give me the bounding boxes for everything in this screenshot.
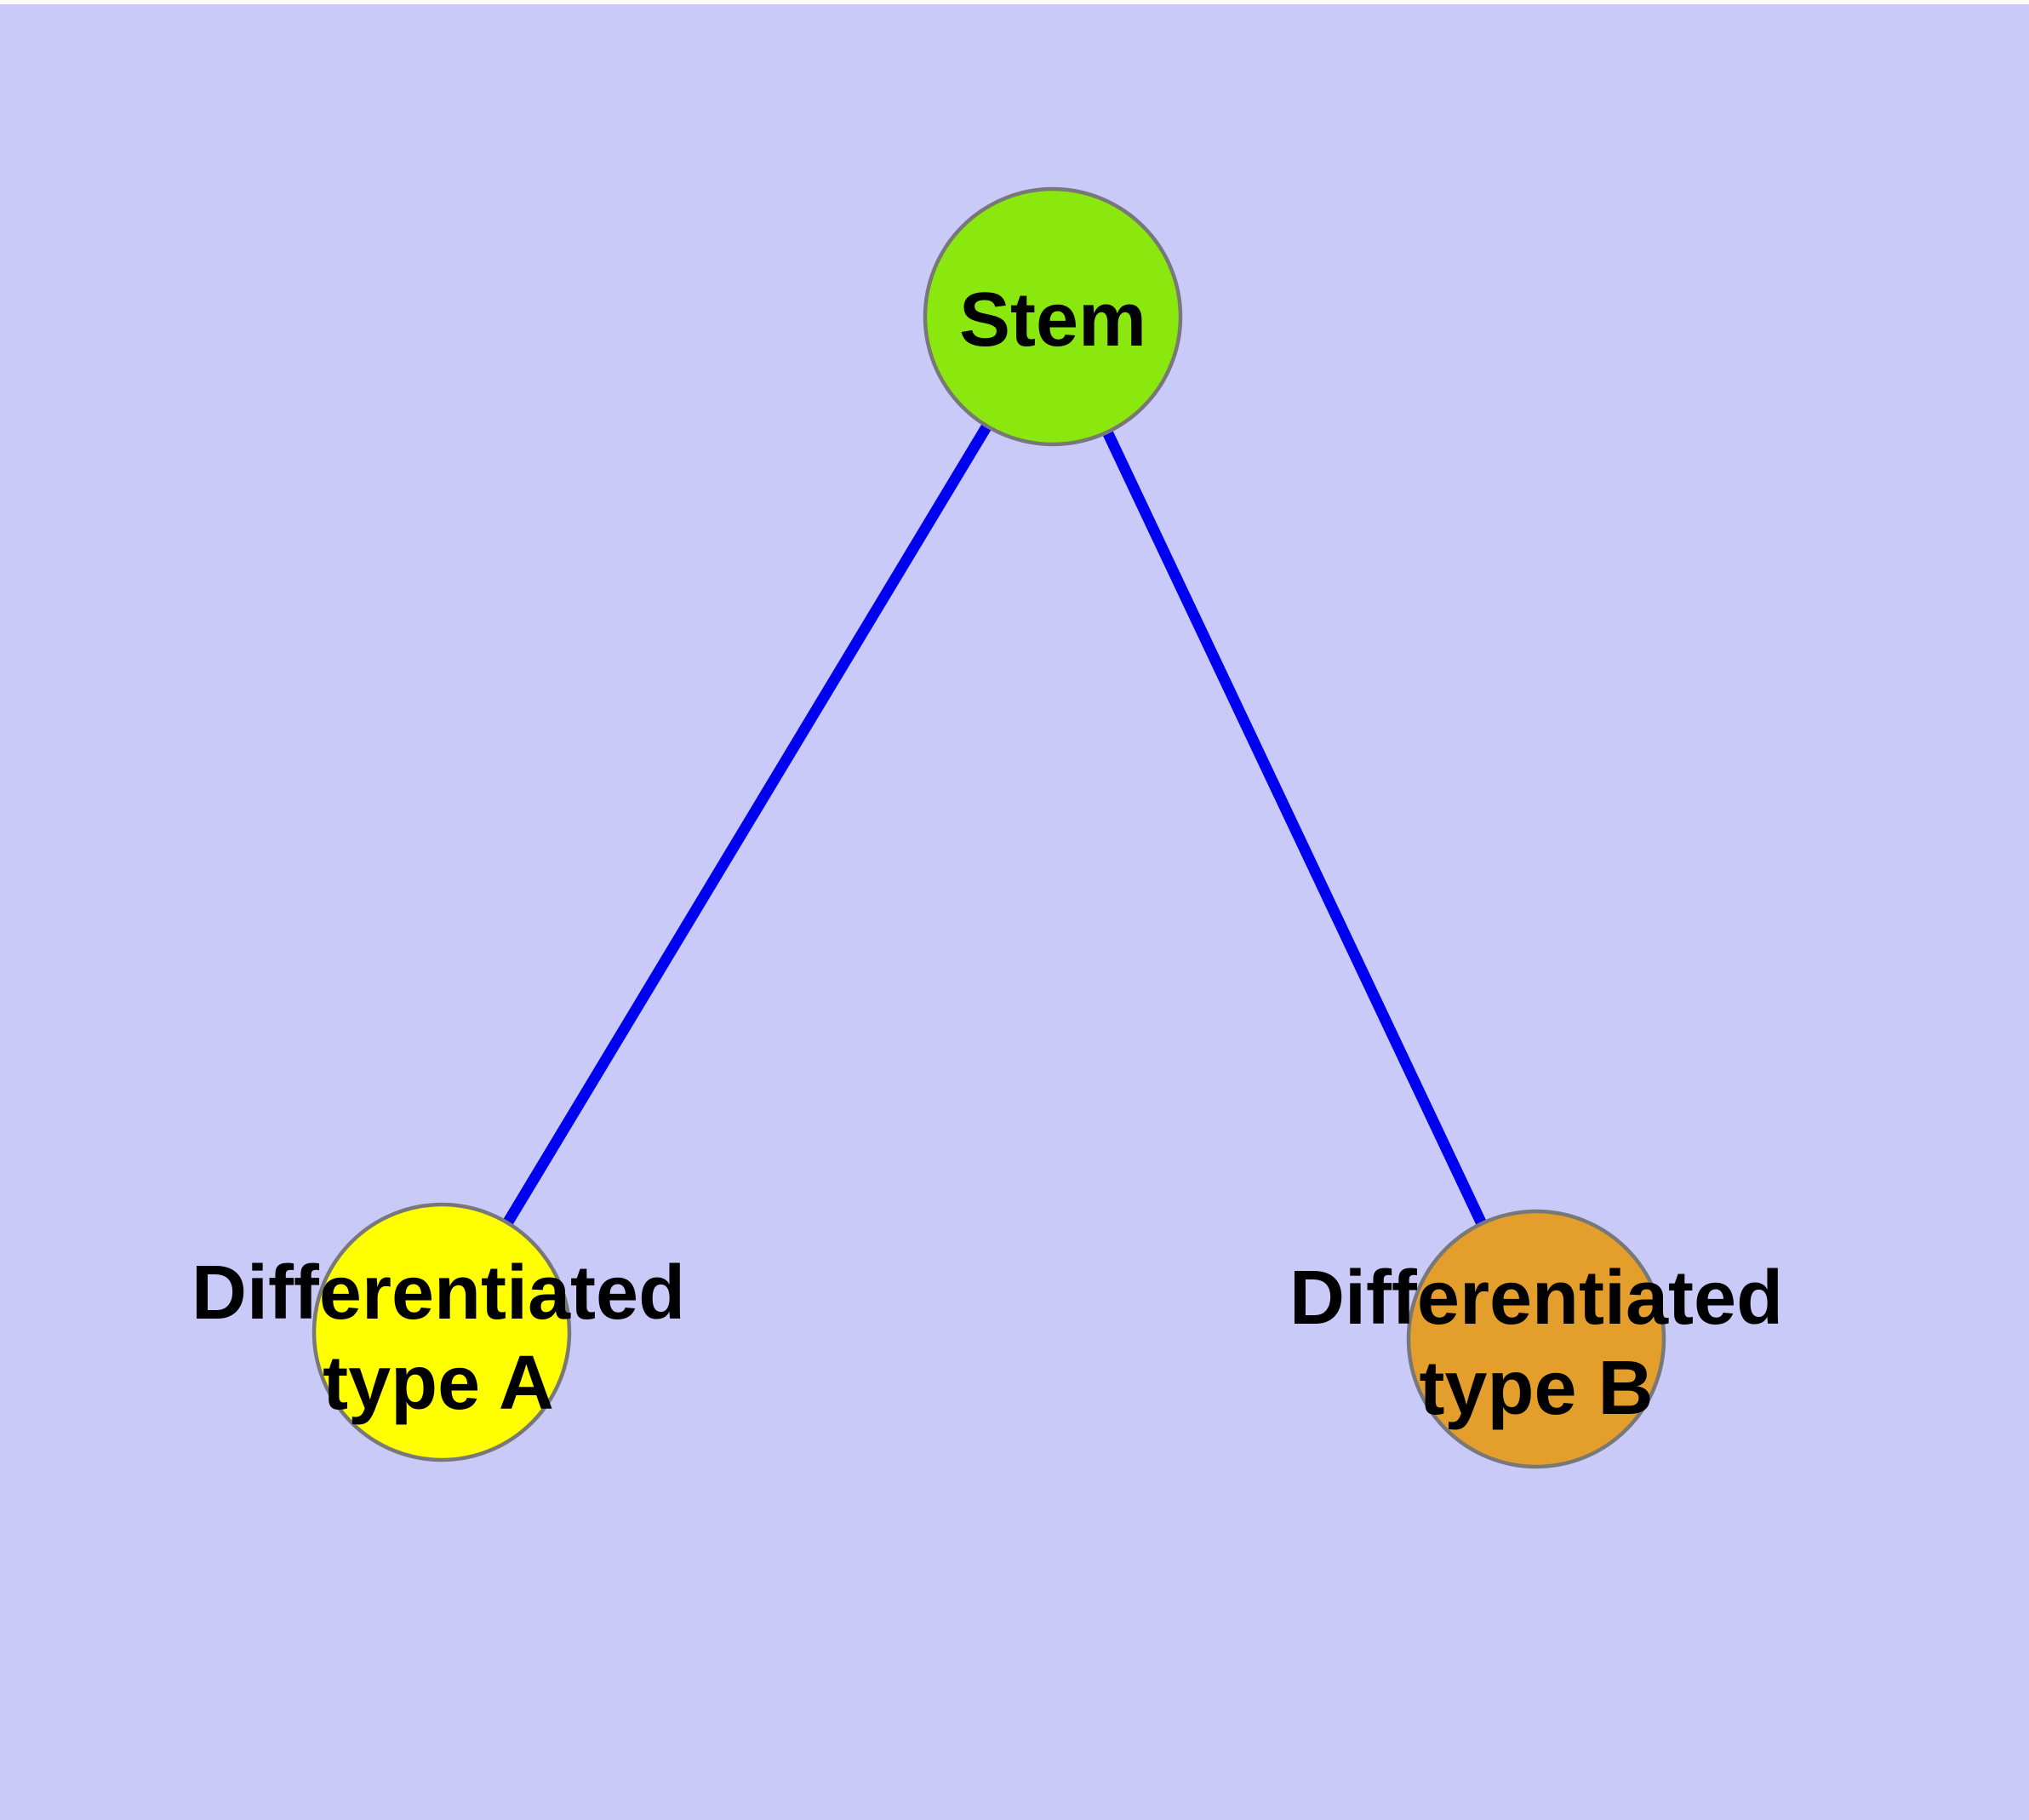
node-differentiated-type-a-label-line1: Differentiated	[191, 1251, 686, 1336]
node-stem[interactable]	[923, 186, 1183, 447]
node-stem-label-line1: Stem	[958, 278, 1147, 363]
page-top-margin	[0, 0, 2029, 4]
node-differentiated-type-a[interactable]	[311, 1202, 572, 1462]
node-differentiated-type-a-label-line2: type A	[323, 1341, 554, 1426]
node-differentiated-type-b[interactable]	[1406, 1209, 1666, 1469]
node-differentiated-type-b-label-line2: type B	[1419, 1346, 1654, 1431]
node-stem-label: Stem	[959, 275, 1146, 365]
node-differentiated-type-b-label: Differentiated type B	[1289, 1253, 1783, 1434]
edge-stem-to-type-a	[437, 313, 1058, 1336]
edge-stem-to-type-b	[1048, 314, 1541, 1342]
node-differentiated-type-b-label-line1: Differentiated	[1289, 1256, 1784, 1341]
node-differentiated-type-a-label: Differentiated type A	[191, 1248, 685, 1428]
